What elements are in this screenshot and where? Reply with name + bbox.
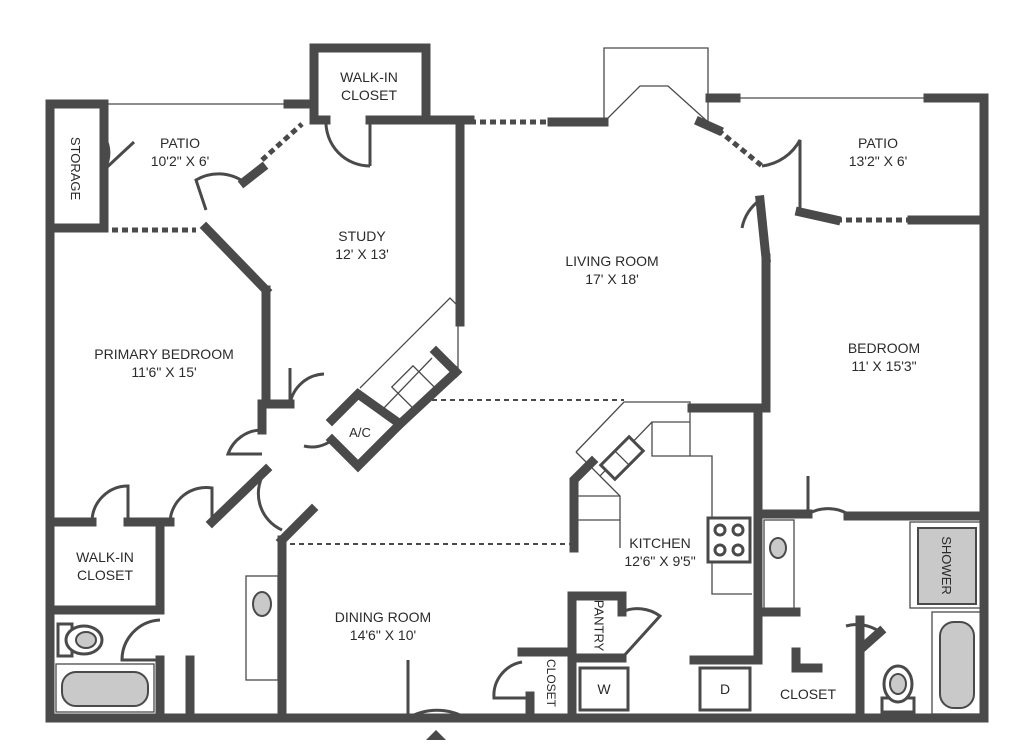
- washer-label: W: [597, 681, 611, 697]
- study-size: 12' X 13': [335, 246, 389, 262]
- walkin-closet-bottom-label: WALK-IN CLOSET: [76, 548, 134, 584]
- patio-right-label: PATIO 13'2" X 6': [849, 134, 908, 170]
- storage-label: STORAGE: [68, 136, 84, 201]
- bedroom-name: BEDROOM: [847, 340, 921, 356]
- living-room-label: LIVING ROOM 17' X 18': [565, 252, 658, 288]
- pantry-label: PANTRY: [591, 599, 607, 652]
- dryer-label: D: [719, 681, 731, 697]
- bathtub-left-icon: [55, 663, 155, 713]
- kitchen-label: KITCHEN 12'6" X 9'5": [624, 534, 695, 570]
- study-label: STUDY 12' X 13': [335, 227, 389, 263]
- primary-bedroom-label: PRIMARY BEDROOM 11'6" X 15': [94, 345, 234, 381]
- interior-walls: [45, 161, 989, 723]
- ac-label: A/C: [349, 425, 371, 440]
- living-room-name: LIVING ROOM: [565, 253, 659, 269]
- study-name: STUDY: [338, 228, 386, 244]
- bedroom-label: BEDROOM 11' X 15'3": [848, 339, 920, 375]
- toilet-left-icon: [56, 622, 104, 658]
- kitchen-sink-icon: [598, 434, 646, 482]
- primary-bedroom-size: 11'6" X 15': [131, 364, 197, 380]
- kitchen-size: 12'6" X 9'5": [624, 553, 696, 569]
- patio-right-name: PATIO: [858, 135, 898, 151]
- washer-icon: [578, 666, 630, 712]
- closet-small-label: CLOSET: [544, 658, 559, 708]
- shower-icon: [909, 521, 983, 609]
- walkin-closet-top-line1: WALK-IN: [340, 69, 398, 85]
- walkin-closet-bottom-line2: CLOSET: [76, 567, 134, 583]
- walkin-closet-top-label: WALK-IN CLOSET: [340, 68, 398, 104]
- patio-right-size: 13'2" X 6': [848, 153, 908, 169]
- patio-outlines: [104, 47, 928, 123]
- fixtures: [55, 434, 983, 715]
- dining-room-size: 14'6" X 10': [349, 627, 417, 643]
- closet-bedroom-label: CLOSET: [779, 686, 837, 702]
- door-swings: [90, 119, 881, 740]
- dining-room-label: DINING ROOM 14'6" X 10': [335, 608, 431, 644]
- primary-bedroom-name: PRIMARY BEDROOM: [94, 346, 234, 362]
- dryer-icon: [698, 666, 752, 712]
- bath-sink-left-icon: [245, 575, 279, 681]
- patio-left-label: PATIO 10'2" X 6': [151, 134, 210, 170]
- dining-room-name: DINING ROOM: [334, 609, 432, 625]
- patio-left-size: 10'2" X 6': [150, 153, 210, 169]
- exterior-walls: [45, 43, 989, 723]
- stove-icon: [706, 516, 752, 564]
- living-room-size: 17' X 18': [585, 271, 639, 287]
- bath-sink-right-icon: [763, 519, 795, 611]
- walkin-closet-top-line2: CLOSET: [340, 87, 398, 103]
- kitchen-name: KITCHEN: [629, 535, 691, 551]
- shower-label: SHOWER: [938, 536, 954, 595]
- bathtub-right-icon: [931, 611, 983, 715]
- toilet-right-icon: [880, 664, 916, 714]
- patio-left-name: PATIO: [160, 135, 200, 151]
- walkin-closet-bottom-line1: WALK-IN: [76, 549, 134, 565]
- bedroom-size: 11' X 15'3": [851, 358, 917, 374]
- kitchen-counters: [290, 297, 752, 595]
- sliding-doors: [112, 119, 912, 233]
